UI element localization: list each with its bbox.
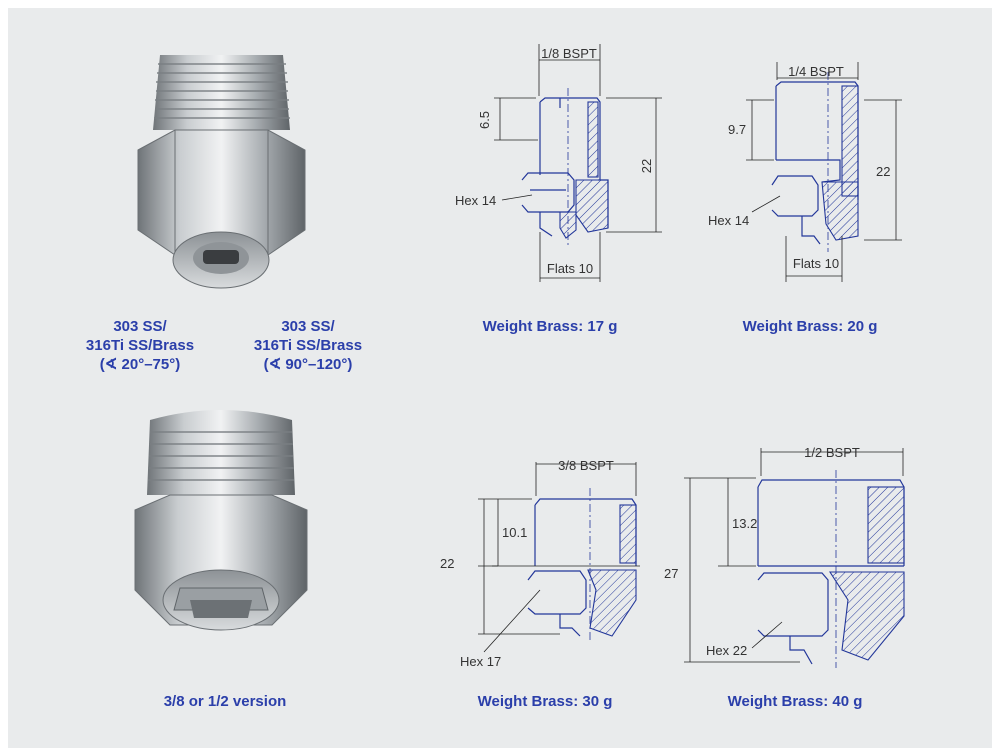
caption-line: 303 SS/ <box>281 318 335 335</box>
caption-line: 316Ti SS/Brass <box>253 337 363 354</box>
version-caption: 3/8 or 1/2 version <box>163 693 287 710</box>
depth-label: 10.1 <box>502 525 527 540</box>
caption-line: 316Ti SS/Brass <box>85 337 195 354</box>
hex-label: Hex 14 <box>455 193 496 208</box>
thread-label: 1/2 BSPT <box>804 445 860 460</box>
nozzle-photo-bottom <box>134 410 308 631</box>
caption-line: 303 SS/ <box>113 318 167 335</box>
caption-line: (∢ 20°–75°) <box>99 356 181 373</box>
caption-line: (∢ 90°–120°) <box>263 356 353 373</box>
depth-label: 13.2 <box>732 516 757 531</box>
weight-caption-17g: Weight Brass: 17 g <box>482 318 618 335</box>
height-label: 22 <box>639 159 654 173</box>
weight-caption-30g: Weight Brass: 30 g <box>477 693 613 710</box>
height-label: 22 <box>876 164 890 179</box>
depth-label: 6.5 <box>477 111 492 129</box>
thread-label: 3/8 BSPT <box>558 458 614 473</box>
flats-label: Flats 10 <box>793 256 839 271</box>
hex-label: Hex 17 <box>460 654 501 669</box>
thread-label: 1/4 BSPT <box>788 64 844 79</box>
height-label: 22 <box>440 556 454 571</box>
weight-caption-20g: Weight Brass: 20 g <box>742 318 878 335</box>
depth-label: 9.7 <box>728 122 746 137</box>
drawing-1-4-bspt: 1/4 BSPT 9.7 22 Hex 14 Flats 10 <box>708 62 902 282</box>
material-caption-90-120: 303 SS/ 316Ti SS/Brass (∢ 90°–120°) <box>228 317 388 374</box>
drawing-1-2-bspt: 1/2 BSPT 13.2 27 Hex 22 <box>664 445 905 668</box>
drawing-1-8-bspt: 1/8 BSPT 6.5 22 Hex 14 Flats 10 <box>455 44 662 282</box>
height-label: 27 <box>664 566 678 581</box>
weight-caption-40g: Weight Brass: 40 g <box>727 693 863 710</box>
drawing-3-8-bspt: 3/8 BSPT 10.1 22 Hex 17 <box>440 458 640 669</box>
hex-label: Hex 22 <box>706 643 747 658</box>
nozzle-photo-top <box>137 55 306 289</box>
flats-label: Flats 10 <box>547 261 593 276</box>
thread-label: 1/8 BSPT <box>541 46 597 61</box>
hex-label: Hex 14 <box>708 213 749 228</box>
material-caption-20-75: 303 SS/ 316Ti SS/Brass (∢ 20°–75°) <box>60 317 220 374</box>
